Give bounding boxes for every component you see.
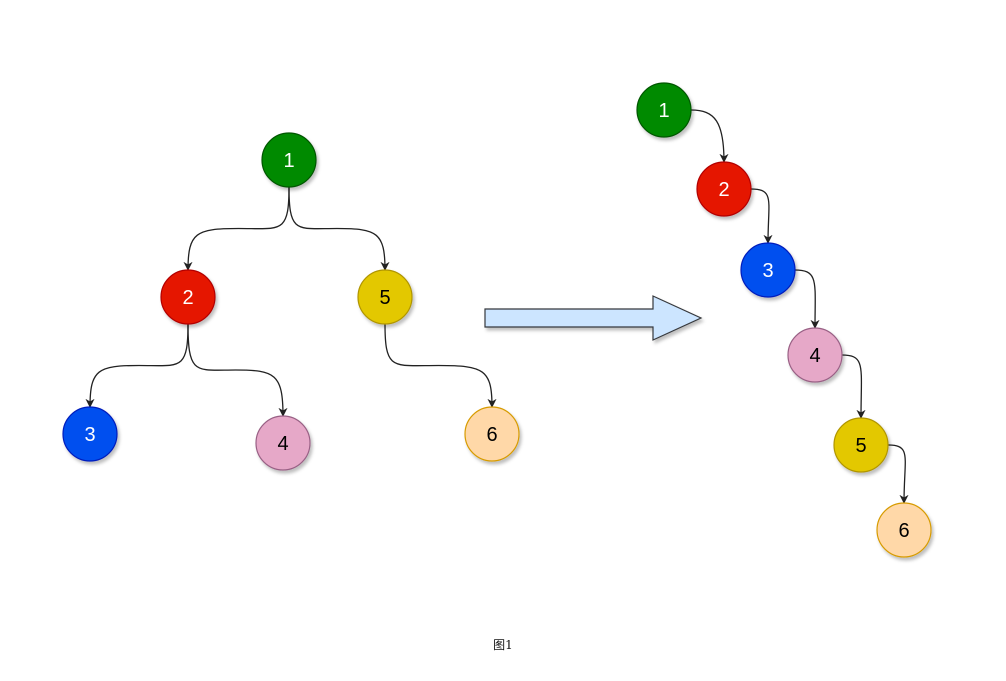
list-edge-4-5	[841, 354, 866, 419]
list-nodes: 1 2 3 4 5 6	[636, 82, 932, 558]
transform-arrow	[484, 295, 703, 341]
list-edges	[690, 109, 909, 504]
list-node-3-circle	[740, 242, 796, 298]
list-node-2-label: 2	[718, 179, 729, 201]
list-edge-2-3	[750, 188, 773, 244]
list-node-6-label: 6	[898, 520, 909, 542]
list-node-4-label: 4	[809, 345, 820, 367]
list-node-6: 6	[876, 502, 932, 558]
tree-node-1: 1	[261, 132, 317, 188]
tree-node-4-label: 4	[277, 433, 288, 455]
tree-node-6-label: 6	[486, 424, 497, 446]
tree-node-6: 6	[464, 406, 520, 462]
list-edge-3-4	[794, 269, 820, 329]
tree-edge-2-4	[187, 323, 288, 417]
tree-edge-1-5	[288, 186, 390, 271]
list-node-5-label: 5	[855, 435, 866, 457]
list-node-2-circle	[696, 161, 752, 217]
list-node-1-label: 1	[658, 100, 669, 122]
tree-node-4-circle	[255, 415, 311, 471]
tree-node-1-label: 1	[283, 150, 294, 172]
list-node-5: 5	[833, 417, 889, 473]
tree-node-2: 2	[160, 269, 216, 325]
tree-edge-2-3	[85, 323, 189, 408]
list-node-4-circle	[787, 327, 843, 383]
list-edge-5-6	[887, 444, 909, 504]
list-node-5-circle	[833, 417, 889, 473]
tree-node-6-circle	[464, 406, 520, 462]
tree-node-5-circle	[357, 269, 413, 325]
tree-node-2-circle	[160, 269, 216, 325]
tree-node-1-circle	[261, 132, 317, 188]
tree-edge-1-2	[183, 186, 290, 271]
tree-edge-5-6	[384, 323, 497, 408]
list-node-3: 3	[740, 242, 796, 298]
list-node-1-circle	[636, 82, 692, 138]
list-node-6-circle	[876, 502, 932, 558]
tree-node-3-label: 3	[84, 424, 95, 446]
list-node-1: 1	[636, 82, 692, 138]
tree-node-3: 3	[62, 406, 118, 462]
tree-nodes: 1 2 5 3 4 6	[62, 132, 520, 471]
tree-node-3-circle	[62, 406, 118, 462]
tree-node-4: 4	[255, 415, 311, 471]
tree-node-5: 5	[357, 269, 413, 325]
list-edge-1-2	[690, 109, 729, 163]
list-node-2: 2	[696, 161, 752, 217]
list-node-4: 4	[787, 327, 843, 383]
tree-edges	[85, 186, 497, 417]
tree-node-5-label: 5	[379, 287, 390, 309]
figure-caption: 图1	[493, 638, 513, 652]
list-node-3-label: 3	[762, 260, 773, 282]
tree-node-2-label: 2	[182, 287, 193, 309]
